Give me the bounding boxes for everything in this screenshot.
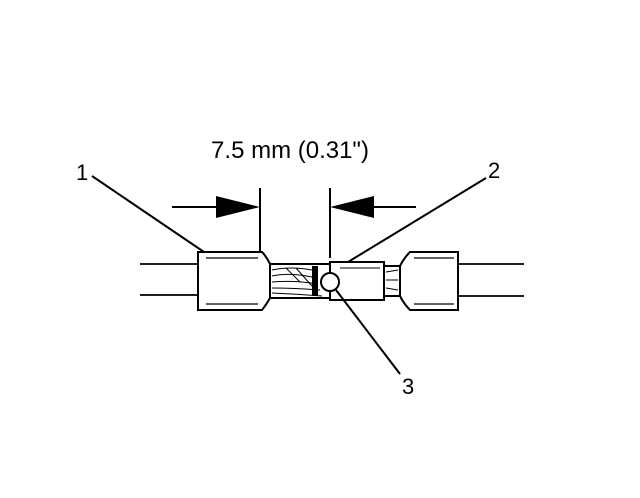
callout-label-3: 3 [402, 374, 414, 399]
dimension-label: 7.5 mm (0.31") [211, 137, 369, 164]
leader-1 [91, 175, 205, 253]
wires [140, 263, 524, 297]
left-collar [197, 251, 271, 311]
callout-label-1: 1 [76, 160, 88, 185]
dimension-arrow-left [216, 196, 260, 218]
dimension-annotation [172, 188, 416, 258]
callout-label-2: 2 [488, 158, 500, 183]
leader-3 [335, 289, 401, 375]
right-collar [399, 251, 459, 311]
dimension-arrow-right [330, 196, 374, 218]
inspection-hole [320, 272, 340, 292]
leader-2 [347, 177, 487, 263]
callout-leaders [91, 175, 487, 375]
splice-sleeve [197, 251, 459, 311]
